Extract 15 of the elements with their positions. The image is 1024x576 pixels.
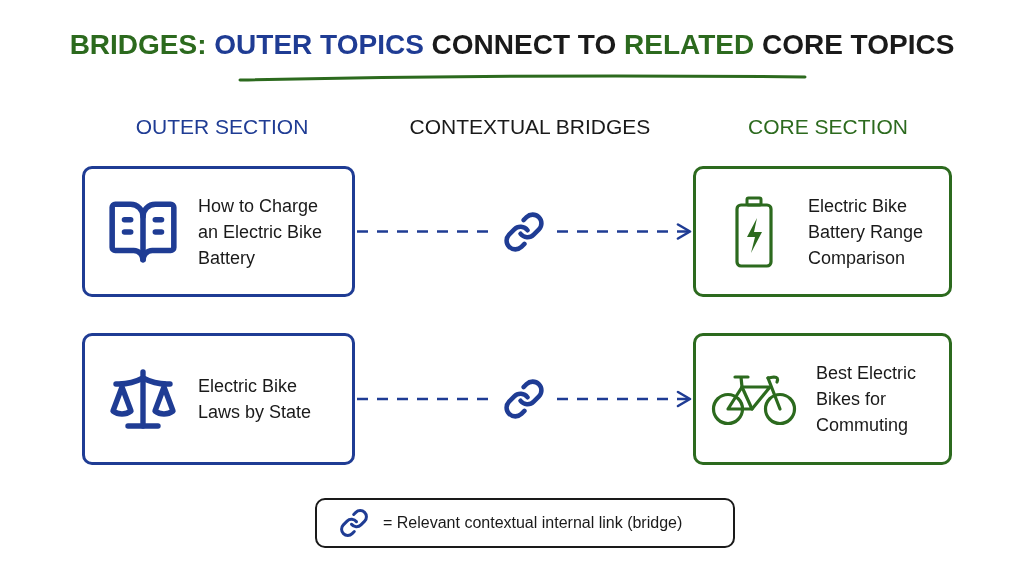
topic-card [693,166,952,297]
column-heading: CONTEXTUAL BRIDGES [409,114,651,140]
topic-card [82,333,355,465]
topic-card [82,166,355,297]
topic-title: How to Charge an Electric Bike Battery [198,194,324,270]
legend-text: = Relevant contextual internal link (bridge) [383,513,683,533]
dashed-arrow [357,223,692,240]
topic-card [693,333,952,465]
dashed-arrow [357,390,692,408]
diagram-title: BRIDGES: OUTER TOPICS CONNECT TO RELATED CORE TOPICS [68,28,956,62]
topic-title: Electric Bike Laws by State [198,375,313,424]
topic-title: Electric Bike Battery Range Comparison [808,194,925,270]
column-heading: CORE SECTION [748,114,908,140]
column-heading: OUTER SECTION [135,114,309,140]
topic-title: Best Electric Bikes for Commuting [816,362,918,437]
